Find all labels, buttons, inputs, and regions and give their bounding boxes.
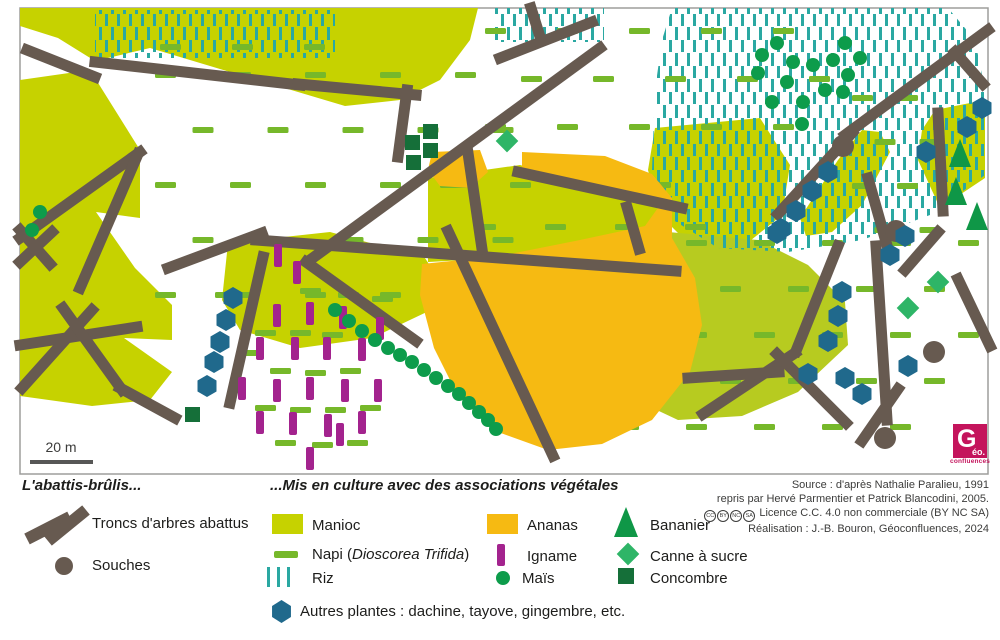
igname-swatch <box>497 544 505 566</box>
logo-letters-eo: éo. <box>971 447 985 457</box>
legend-header-left: L'abattis-brûlis... <box>22 477 142 494</box>
source-credits: Source : d'après Nathalie Paralieu, 1991… <box>704 478 989 536</box>
bananier-icon <box>614 507 638 537</box>
mais-icon <box>496 571 510 585</box>
source-line-1: Source : d'après Nathalie Paralieu, 1991 <box>791 479 989 491</box>
riz-swatch <box>267 567 290 587</box>
legend-label-bananier: Bananier <box>650 517 711 534</box>
license-text: Licence C.C. 4.0 non commerciale (BY NC … <box>759 507 989 519</box>
cc-by-icon: BY <box>717 510 730 522</box>
legend-label-canne: Canne à sucre <box>650 548 748 565</box>
legend-label-manioc: Manioc <box>312 517 361 534</box>
legend-label-concombre: Concombre <box>650 570 728 587</box>
napi-prefix: Napi ( <box>312 546 353 563</box>
legend-header-right: ...Mis en culture avec des associations … <box>270 477 619 494</box>
legend-label-souches: Souches <box>92 557 151 574</box>
legend-label-autres: Autres plantes : dachine, tayove, gingem… <box>300 603 626 620</box>
canne-a-sucre-marks <box>495 129 950 320</box>
field-map: 20 m <box>12 1 998 475</box>
logo-letter: G <box>957 425 977 453</box>
souches <box>832 135 945 449</box>
felled-trunk-icon <box>24 505 90 546</box>
cc-nc-icon: NC <box>730 510 743 522</box>
legend-label-ananas: Ananas <box>527 517 578 534</box>
legend-label-troncs: Troncs d'arbres abattus <box>92 515 249 532</box>
bananier-marks <box>945 139 988 230</box>
riz-areas <box>95 8 985 252</box>
cc-sa-icon: SA <box>743 510 756 522</box>
geoconfluences-logo: G éo. confluences <box>950 424 991 465</box>
concombre-icon <box>618 568 634 584</box>
legend-label-riz: Riz <box>312 570 334 587</box>
manioc-swatch <box>272 514 303 534</box>
autres-plantes-icon <box>272 600 291 623</box>
logo-mark: G éo. <box>953 424 987 458</box>
mais-marks <box>25 36 867 436</box>
logo-wordmark: confluences <box>950 458 991 465</box>
napi-latin-name: Dioscorea Trifida <box>352 546 465 563</box>
autres-plantes-marks <box>197 97 992 405</box>
legend-label-igname: Igname <box>527 548 578 565</box>
napi-swatch <box>274 551 298 558</box>
stump-icon <box>55 557 73 575</box>
source-line-2: repris par Hervé Parmentier et Patrick B… <box>716 493 989 505</box>
cc-icon: CC <box>704 510 717 522</box>
concombre-marks <box>185 124 438 422</box>
canne-a-sucre-icon <box>616 542 640 566</box>
ananas-swatch <box>487 514 518 534</box>
legend-label-mais: Maïs <box>522 570 555 587</box>
napi-suffix: ) <box>464 546 470 563</box>
trunks <box>12 1 998 464</box>
source-line-4: Réalisation : J.-B. Bouron, Géoconfluenc… <box>748 523 989 535</box>
scale-bar: 20 m <box>30 439 93 464</box>
legend-label-napi: Napi (Dioscorea Trifida) <box>312 546 469 563</box>
scale-label: 20 m <box>45 439 76 455</box>
